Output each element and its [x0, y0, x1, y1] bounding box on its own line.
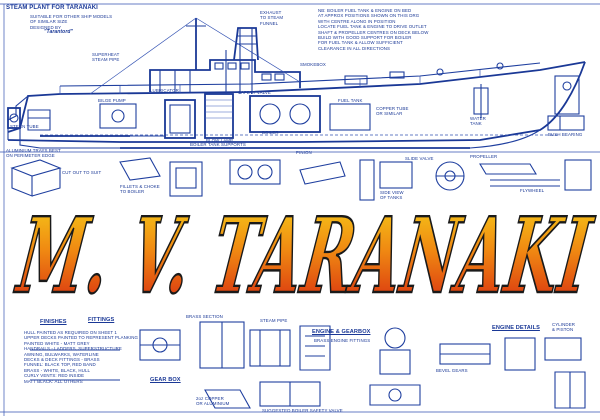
exhaust-label: EXHAUST TO STEAM FUNNEL: [260, 10, 284, 26]
aluminium-label: ALUMINIUM TRAYS BEST ON PERIMETER EDGE: [6, 148, 61, 159]
propeller-label: PROPELLER: [470, 154, 498, 159]
finishes-heading: FINISHES: [40, 319, 67, 325]
gear-box-heading: GEAR BOX: [150, 377, 181, 383]
designer-name: "Tarantord": [44, 29, 73, 35]
engine-sub-label: BRASS ENGINE FITTINGS: [314, 338, 371, 343]
cut-out-label: CUT OUT TO SUIT: [62, 170, 102, 175]
pinion-label: PINION: [296, 150, 312, 155]
title-banner: M. V. TARANAKI: [0, 192, 600, 322]
bush-bearing-label: BUSH BEARING: [548, 132, 583, 137]
sheet-heading-sub: SUITABLE FOR OTHER SHIP MODELS OF SIMILA…: [30, 14, 113, 30]
engine-gearbox-heading: ENGINE & GEARBOX: [312, 329, 371, 335]
stern-tube-label: STERN TUBE: [10, 124, 39, 129]
flywheel-label: FLYWHEEL: [520, 188, 545, 193]
fittings-heading: FITTINGS: [88, 317, 115, 323]
cylinder-label: CYLINDER & PISTON: [552, 322, 576, 333]
side-view-label: SIDE VIEW OF TANKS: [380, 190, 404, 201]
bevel-gears-label: BEVEL GEARS: [436, 368, 468, 373]
fillets-label: FILLETS & CHOKE TO BOILER: [120, 184, 160, 195]
engine-details-heading: ENGINE DETAILS: [492, 325, 540, 331]
safety-valve-label: SAFETY VALVE: [238, 90, 271, 95]
superheat-label: SUPERHEAT STEAM PIPE: [92, 52, 120, 63]
finishes-text: HULL PAINTED AS REQUIRED ON SHEET 1 UPPE…: [24, 330, 139, 384]
steam-pipe-label: STEAM PIPE: [260, 318, 288, 323]
fuel-tank-label: FUEL TANK: [338, 98, 363, 103]
sheet-heading: STEAM PLANT FOR TARANAKI: [6, 5, 98, 11]
title-graphic: M. V. TARANAKI: [9, 193, 600, 318]
smokebox-label: SMOKEBOX: [300, 62, 326, 67]
bilge-pump-label: BILGE PUMP: [98, 98, 126, 103]
blow-lamp-label: BLOW LAMP: [206, 138, 234, 143]
safety-valve-2-label: SUGGESTED BOILER SAFETY VALVE: [262, 408, 343, 413]
ship-title: M. V. TARANAKI: [10, 194, 600, 316]
water-tank-label: WATER TANK: [470, 116, 486, 127]
copper-case-label: 2oz COPPER OR ALUMINIUM: [196, 396, 230, 407]
lubricator-label: LUBRICATOR: [150, 88, 179, 93]
boiler-support-label: BOILER TANK SUPPORTS: [190, 142, 246, 147]
slide-valve-label: SLIDE VALVE: [405, 156, 434, 161]
boiler-notes: NB: BOILER FUEL TANK & ENGINE ON BED AT …: [318, 8, 429, 51]
boiler-label: BOILER: [262, 130, 279, 135]
brass-section-label: BRASS SECTION: [186, 314, 223, 319]
copper-tube-label: COPPER TUBE OR SIMILAR: [376, 106, 409, 117]
